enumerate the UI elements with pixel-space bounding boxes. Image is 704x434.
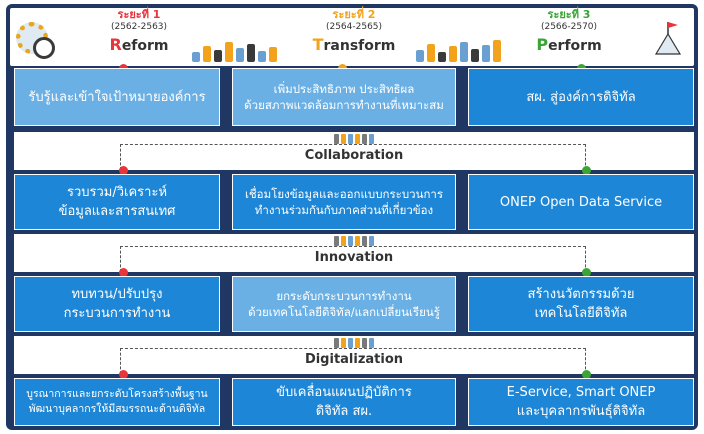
perform-pin	[582, 166, 591, 175]
phase-title: ระยะที่ 2	[332, 8, 376, 21]
row1-perform-box: สผ. สู่องค์การดิจิทัล	[468, 68, 694, 126]
band-digitalization: Digitalization	[14, 336, 694, 374]
phase-name: Transform	[312, 35, 396, 54]
reform-pin	[119, 268, 128, 277]
connector-line	[120, 348, 586, 374]
row4-transform-box: ขับเคลื่อนแผนปฏิบัติการ ดิจิทัล สผ.	[232, 378, 456, 426]
row3-reform-box: ทบทวน/ปรับปรุง กระบวนการทำงาน	[14, 276, 220, 332]
connector-line	[120, 144, 586, 170]
phase-title: ระยะที่ 1	[117, 8, 161, 21]
row2-reform-box: รวบรวม/วิเคราะห์ ข้อมูลและสารสนเทศ	[14, 174, 220, 230]
reform-pin	[119, 166, 128, 175]
reform-pin	[119, 370, 128, 379]
phase-name: Perform	[536, 35, 602, 54]
digitalization-illustration-icon	[332, 338, 376, 350]
phase-perform: ระยะที่ 3 (2566-2570) Perform	[494, 8, 644, 56]
phase-years: (2566-2570)	[540, 22, 598, 32]
row1-reform-box: รับรู้และเข้าใจเป้าหมายองค์การ	[14, 68, 220, 126]
summit-flag-icon	[654, 22, 682, 55]
phase-reform: ระยะที่ 1 (2562-2563) Reform	[64, 8, 214, 56]
phase-years: (2562-2563)	[110, 22, 168, 32]
row2-perform-box: ONEP Open Data Service	[468, 174, 694, 230]
band-title: Innovation	[314, 250, 394, 265]
row3-perform-box: สร้างนวัตกรรมด้วย เทคโนโลยีดิจิทัล	[468, 276, 694, 332]
phase-title: ระยะที่ 3	[547, 8, 591, 21]
phase-header: ระยะที่ 1 (2562-2563) Reform ระยะที่ 2 (…	[10, 8, 694, 66]
gear-search-icon	[16, 22, 55, 59]
band-title: Digitalization	[304, 352, 404, 367]
chart-illustration-icon	[416, 32, 501, 62]
phase-transform: ระยะที่ 2 (2564-2565) Transform	[279, 8, 429, 56]
row4-perform-box: E-Service, Smart ONEP และบุคลากรพันธุ์ดิ…	[468, 378, 694, 426]
row4-reform-box: บูรณาการและยกระดับโครงสร้างพื้นฐาน พัฒนา…	[14, 378, 220, 426]
collaboration-illustration-icon	[332, 134, 376, 146]
band-collaboration: Collaboration	[14, 132, 694, 170]
phase-years: (2564-2565)	[325, 22, 383, 32]
phase-name: Reform	[109, 35, 169, 54]
band-innovation: Innovation	[14, 234, 694, 272]
perform-pin	[582, 370, 591, 379]
team-illustration-icon	[192, 32, 277, 62]
row2-transform-box: เชื่อมโยงข้อมูลและออกแบบกระบวนการ ทำงานร…	[232, 174, 456, 230]
band-title: Collaboration	[304, 148, 404, 163]
row3-transform-box: ยกระดับกระบวนการทำงาน ด้วยเทคโนโลยีดิจิท…	[232, 276, 456, 332]
connector-line	[120, 246, 586, 272]
perform-pin	[582, 268, 591, 277]
innovation-illustration-icon	[332, 236, 376, 248]
row1-transform-box: เพิ่มประสิทธิภาพ ประสิทธิผล ด้วยสภาพแวดล…	[232, 68, 456, 126]
